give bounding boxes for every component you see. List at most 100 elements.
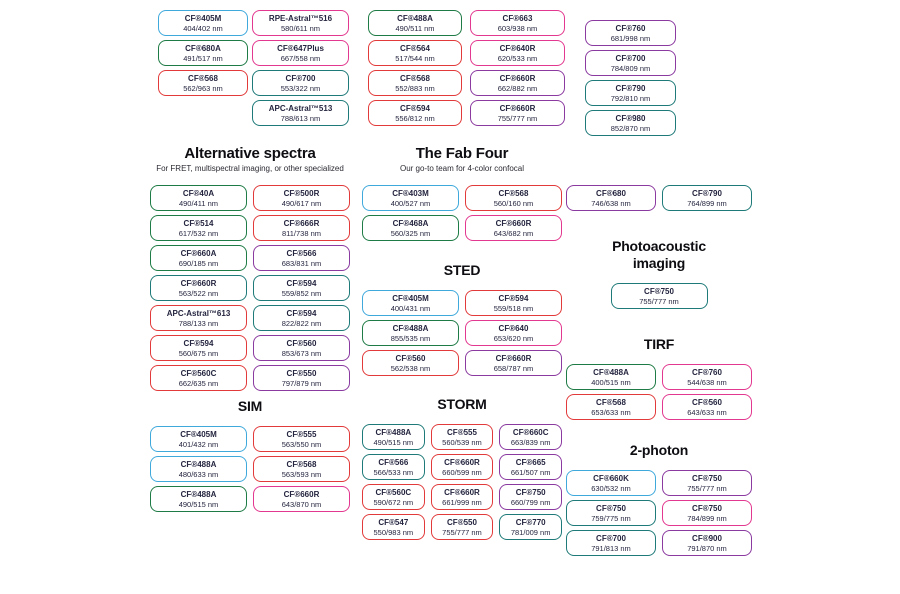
dye-name: CF®514: [183, 218, 214, 228]
dye-name: CF®568: [498, 188, 529, 198]
dye-name: CF®560: [395, 353, 426, 363]
dye-name: CF®665: [515, 457, 546, 467]
dye-name: CF®750: [644, 286, 674, 296]
dye-excitation-emission: 643/633 nm: [687, 407, 727, 417]
dye-excitation-emission: 690/185 nm: [178, 258, 219, 268]
dye-excitation-emission: 559/852 nm: [281, 288, 322, 298]
dye-name: CF®663: [502, 13, 533, 23]
dye-name: CF®560: [692, 397, 722, 407]
dye-excitation-emission: 653/620 nm: [493, 333, 534, 343]
dye-excitation-emission: 791/813 nm: [591, 543, 631, 553]
dye-name: CF®660C: [512, 427, 549, 437]
dye-excitation-emission: 653/633 nm: [591, 407, 631, 417]
dye-name: CF®647Plus: [277, 43, 324, 53]
dye-name: APC-Astral™613: [166, 308, 231, 318]
dye-excitation-emission: 792/810 nm: [610, 93, 651, 103]
dye-name: CF®640: [498, 323, 529, 333]
dye-name: CF®500R: [283, 188, 320, 198]
dye-excitation-emission: 560/539 nm: [442, 437, 482, 447]
section-title-alternative-spectra: Alternative spectra: [184, 145, 316, 162]
dye-name: CF®488A: [593, 367, 629, 377]
dye-name: CF®594: [400, 103, 430, 113]
dye-excitation-emission: 552/883 nm: [395, 83, 435, 93]
dye-name: CF®564: [400, 43, 430, 53]
dye-excitation-emission: 400/527 nm: [390, 198, 431, 208]
dye-excitation-emission: 590/672 nm: [373, 497, 414, 507]
dye-excitation-emission: 560/160 nm: [493, 198, 534, 208]
dye-excitation-emission: 791/870 nm: [687, 543, 727, 553]
dye-excitation-emission: 560/675 nm: [178, 348, 219, 358]
dye-name: CF®594: [286, 308, 317, 318]
dye-excitation-emission: 566/533 nm: [373, 467, 414, 477]
dye-name: CF®488A: [397, 13, 433, 23]
dye-name: CF®660R: [444, 487, 480, 497]
section-title-sted: STED: [443, 262, 481, 278]
dye-name: CF®568: [188, 73, 218, 83]
dye-excitation-emission: 853/673 nm: [281, 348, 322, 358]
dye-excitation-emission: 755/777 nm: [442, 527, 482, 537]
dye-excitation-emission: 563/550 nm: [281, 439, 322, 449]
dye-excitation-emission: 764/899 nm: [687, 198, 727, 208]
dye-excitation-emission: 580/611 nm: [280, 23, 321, 33]
dye-name: RPE-Astral™516: [268, 13, 333, 23]
dye-excitation-emission: 559/518 nm: [493, 303, 534, 313]
section-title-photoacoustic: Photoacoustic imaging: [612, 238, 706, 271]
dye-name: CF®660R: [283, 489, 320, 499]
dye-name: CF®405M: [184, 13, 222, 23]
dye-excitation-emission: 788/613 nm: [280, 113, 321, 123]
dye-name: CF®660R: [495, 218, 532, 228]
dye-name: CF®750: [692, 503, 722, 513]
dye-name: CF®594: [286, 278, 317, 288]
dye-excitation-emission: 562/963 nm: [183, 83, 223, 93]
dye-name: CF®750: [692, 473, 722, 483]
dye-excitation-emission: 784/899 nm: [687, 513, 727, 523]
dye-excitation-emission: 662/635 nm: [178, 378, 219, 388]
dye-name: CF®488A: [392, 323, 429, 333]
dye-name: CF®750: [515, 487, 546, 497]
dye-excitation-emission: 788/133 nm: [178, 318, 219, 328]
dye-name: CF®790: [692, 188, 722, 198]
dye-name: CF®660R: [499, 103, 536, 113]
